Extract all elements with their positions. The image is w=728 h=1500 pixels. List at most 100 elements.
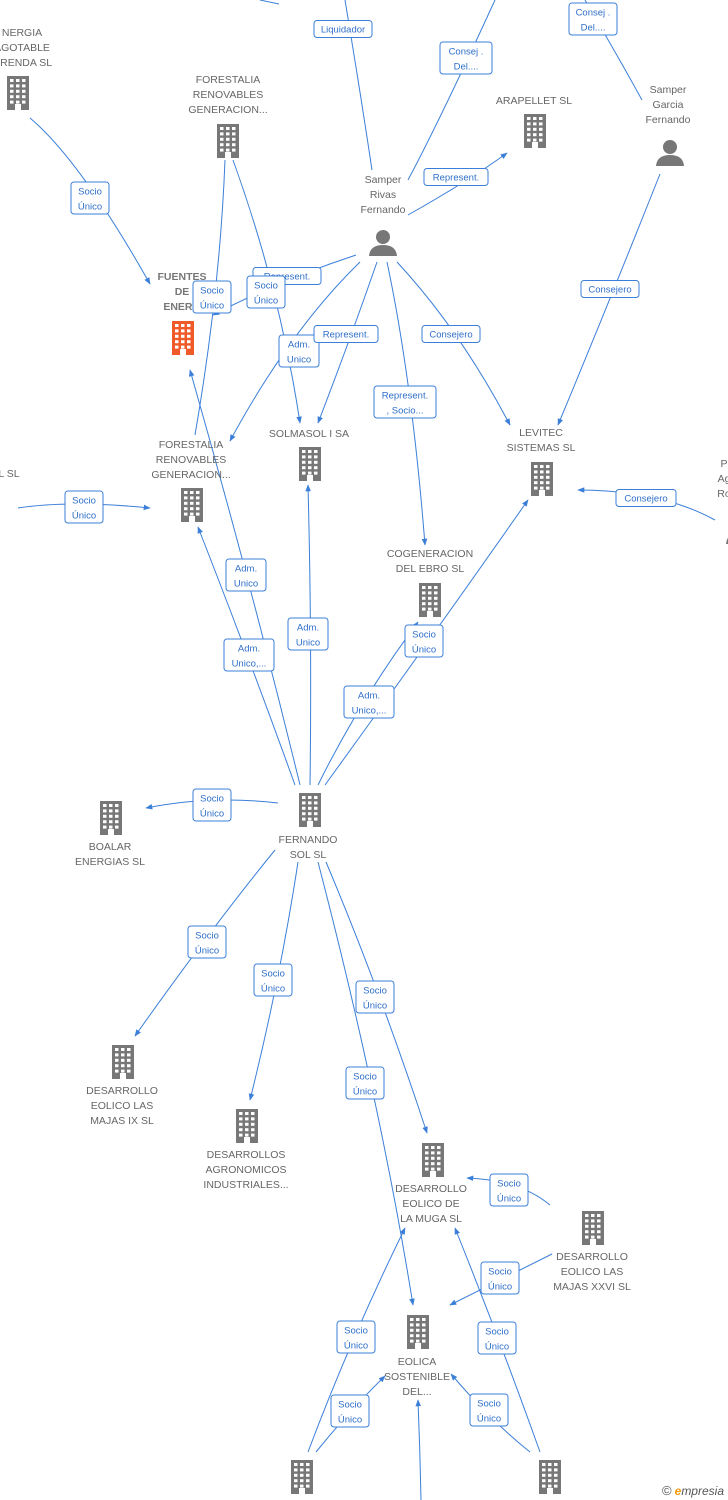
building-window: [226, 137, 230, 141]
edge-label-text: Represent.: [323, 330, 369, 341]
edge-label-box[interactable]: Represent., Socio...: [373, 385, 437, 419]
edge-label-text: Socio: [261, 969, 285, 980]
edge-label-box[interactable]: Adm.Unico: [287, 617, 329, 651]
edge-label-box[interactable]: Consejero: [615, 489, 677, 507]
edge-label-box[interactable]: Liquidador: [313, 20, 373, 38]
building-window: [245, 1122, 249, 1126]
company-node[interactable]: ARAPELLET SL: [496, 95, 572, 148]
building-window: [22, 84, 26, 88]
building-window: [232, 127, 236, 130]
node-label: COGENERACION: [387, 548, 473, 560]
company-node[interactable]: [539, 1460, 561, 1494]
building-window: [314, 806, 318, 810]
building-window: [548, 1484, 552, 1488]
node-label: EOLICO LAS: [91, 1100, 153, 1112]
building-window: [232, 148, 236, 152]
building-window: [597, 1224, 601, 1228]
edge-label-text: Socio: [485, 1327, 509, 1338]
edge-label-text: Consej .: [449, 47, 484, 58]
building-window: [434, 607, 438, 611]
building-window: [425, 1146, 429, 1149]
building-window: [533, 117, 537, 120]
building-icon: [539, 1460, 561, 1494]
company-node[interactable]: FORESTALIARENOVABLESGENERACION...: [188, 74, 268, 158]
edge-label-text: Único: [353, 1087, 377, 1098]
edge-label-box[interactable]: Adm.Unico,...: [223, 638, 275, 672]
brand-name: mpresia: [681, 1484, 724, 1498]
building-window: [546, 475, 550, 479]
person-icon: [656, 140, 684, 166]
building-window: [300, 1463, 304, 1466]
company-node[interactable]: EOLICASOSTENIBLEDEL...: [384, 1315, 450, 1398]
building-window: [127, 1058, 131, 1062]
edge-label-box[interactable]: Consejero: [421, 325, 481, 343]
edge-label-box[interactable]: Adm.Unico: [278, 334, 320, 368]
building-icon: [299, 793, 321, 827]
company-node[interactable]: NERGIAAGOTABLEORENDA SL: [0, 27, 52, 110]
building-window: [115, 1058, 119, 1062]
edge-label-frame: [225, 558, 267, 592]
edge-label-box[interactable]: Represent.: [423, 168, 489, 186]
node-label: SOLMASOL I SA: [269, 428, 349, 440]
company-node[interactable]: [291, 1460, 313, 1494]
building-window: [534, 465, 538, 468]
company-node[interactable]: FORESTALIARENOVABLESGENERACION...: [151, 439, 231, 522]
edge-label-box[interactable]: Consejero: [580, 280, 640, 298]
company-node[interactable]: SOLMASOL I SA: [269, 428, 349, 481]
company-node[interactable]: L SL: [0, 463, 20, 497]
building-window: [416, 1318, 420, 1321]
person-body: [369, 245, 397, 256]
edge-label-text: Represent.: [433, 173, 479, 184]
edge-label-box[interactable]: Adm.Unico,...: [343, 685, 395, 719]
edge-label-box[interactable]: Adm.Unico: [225, 558, 267, 592]
building-window: [239, 1117, 243, 1121]
building-window: [542, 1479, 546, 1483]
node-label: ENERGIAS SL: [75, 856, 145, 868]
building-window: [410, 1334, 414, 1338]
building-window: [181, 340, 185, 344]
building-window: [306, 1468, 310, 1472]
building-window: [251, 1128, 255, 1132]
edge-label-text: Socio: [412, 630, 436, 641]
edge-label-text: Unico,...: [232, 659, 267, 670]
footer-brand[interactable]: ©empresia: [662, 1483, 724, 1498]
edge-label-box[interactable]: Consej .Del....: [439, 41, 493, 75]
company-node[interactable]: DESARROLLOSAGRONOMICOSINDUSTRIALES...: [203, 1109, 289, 1191]
edge-label-box[interactable]: Consej .Del....: [568, 2, 618, 36]
building-window: [431, 1146, 435, 1149]
building-window: [181, 345, 185, 349]
building-window: [308, 455, 312, 459]
edge-label-box[interactable]: Represent.: [313, 325, 379, 343]
building-window: [103, 809, 107, 813]
building-icon: [531, 462, 553, 496]
node-label: L SL: [0, 468, 20, 480]
